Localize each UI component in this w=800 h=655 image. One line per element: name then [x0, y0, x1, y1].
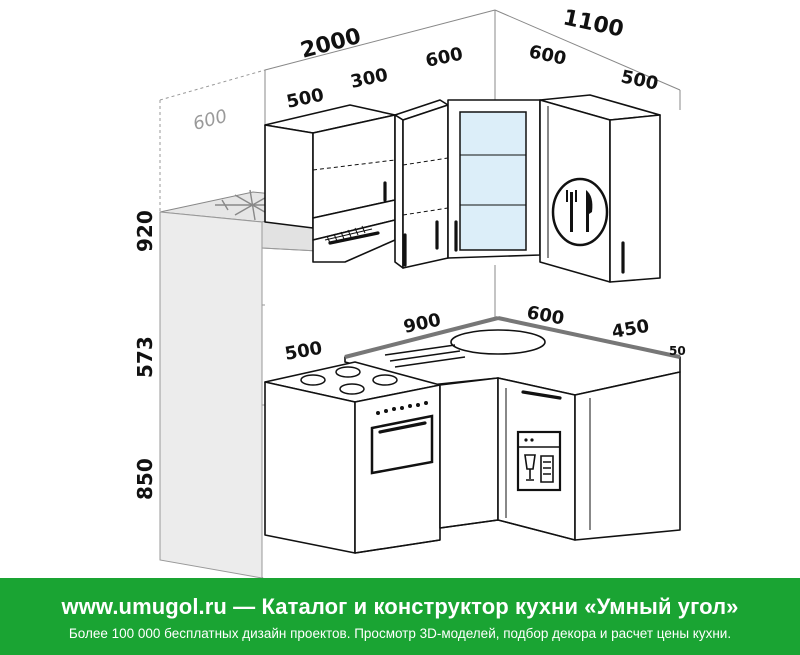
- banner-title[interactable]: www.umugol.ru — Каталог и конструктор ку…: [61, 594, 739, 619]
- kitchen-drawing: .ln { stroke:#111; stroke-width:1.6; fil…: [133, 5, 686, 578]
- dim-height-850: 850: [133, 458, 157, 500]
- cutlery-icon: [566, 190, 593, 232]
- hood-grille-icon: [324, 225, 373, 244]
- promo-banner[interactable]: www.umugol.ru — Каталог и конструктор ку…: [0, 578, 800, 655]
- stove-knobs: [376, 401, 428, 415]
- stove: [264, 361, 441, 554]
- dim-total-right: 1100: [561, 5, 626, 42]
- dishwasher-icon: [516, 430, 562, 492]
- dim-counter-edge: 50: [669, 344, 686, 358]
- upper-corner-cabinet: [447, 99, 541, 259]
- upper-cabinet-right: [539, 94, 661, 283]
- upper-cabinet-300: [394, 99, 449, 269]
- burner-icons: [300, 366, 398, 395]
- dim-counter-450: 450: [610, 316, 651, 343]
- banner-subtitle: Более 100 000 бесплатных дизайн проектов…: [68, 626, 732, 641]
- dim-total-left: 2000: [298, 24, 364, 64]
- sink: [450, 329, 546, 355]
- dim-upper-500-left: 500: [285, 85, 326, 113]
- dim-fridge-depth: 600: [191, 106, 230, 135]
- glass-door: [459, 111, 527, 251]
- dim-height-573: 573: [133, 336, 157, 378]
- dim-upper-300: 300: [349, 65, 390, 93]
- lower-cabinets: [354, 371, 681, 554]
- dim-height-920: 920: [133, 210, 157, 252]
- dim-upper-600-left: 600: [424, 44, 465, 72]
- dim-stove-500: 500: [283, 338, 324, 365]
- dim-upper-500-right: 500: [619, 66, 660, 94]
- dim-upper-600-right: 600: [527, 41, 568, 69]
- upper-cabinet-left: [264, 104, 396, 263]
